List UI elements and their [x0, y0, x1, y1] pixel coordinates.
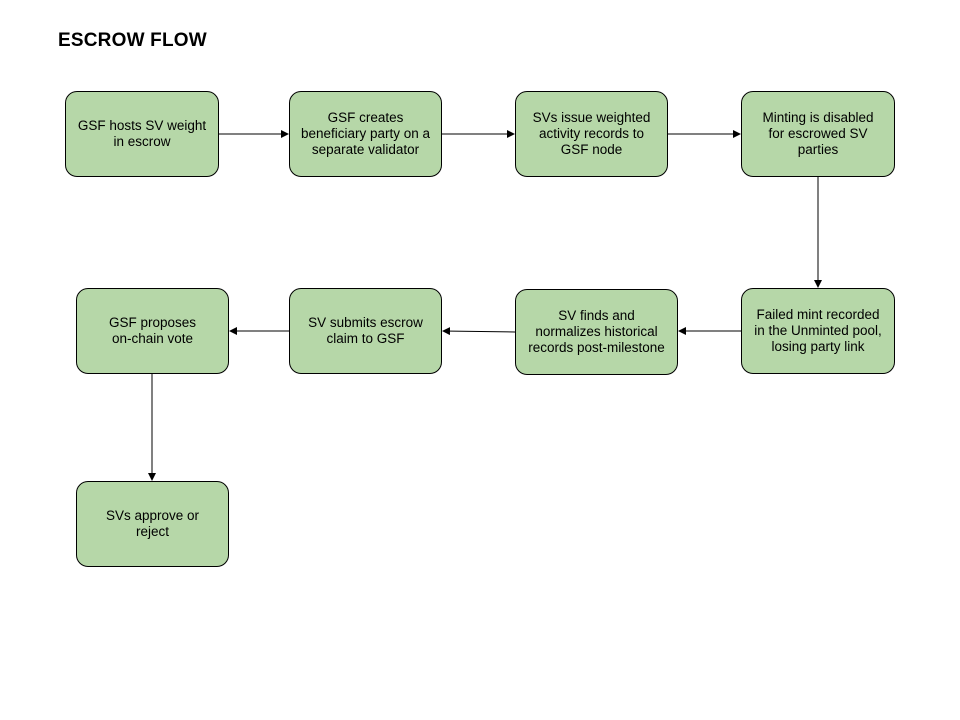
node-gsf-hosts-sv-weight: GSF hosts SV weight in escrow: [65, 91, 219, 177]
node-svs-approve-or-reject: SVs approve or reject: [76, 481, 229, 567]
node-label: GSF proposes on-chain vote: [108, 315, 197, 346]
node-label: SV finds and normalizes historical recor…: [528, 308, 665, 355]
node-svs-issue-activity-records: SVs issue weighted activity records to G…: [515, 91, 668, 177]
node-gsf-creates-beneficiary-party: GSF creates beneficiary party on a separ…: [289, 91, 442, 177]
node-label: Failed mint recorded in the Unminted poo…: [754, 307, 882, 354]
node-minting-disabled: Minting is disabled for escrowed SV part…: [741, 91, 895, 177]
node-label: SV submits escrow claim to GSF: [308, 315, 423, 346]
node-gsf-proposes-vote: GSF proposes on-chain vote: [76, 288, 229, 374]
node-label: Minting is disabled for escrowed SV part…: [762, 110, 874, 157]
node-sv-submits-claim: SV submits escrow claim to GSF: [289, 288, 442, 374]
node-failed-mint-recorded: Failed mint recorded in the Unminted poo…: [741, 288, 895, 374]
node-sv-finds-records: SV finds and normalizes historical recor…: [515, 289, 678, 375]
node-label: SVs issue weighted activity records to G…: [532, 110, 651, 157]
node-label: GSF creates beneficiary party on a separ…: [300, 110, 431, 157]
diagram-title: ESCROW FLOW: [58, 30, 207, 51]
node-label: GSF hosts SV weight in escrow: [77, 118, 207, 149]
edge-n6-n7-arrow: [442, 327, 516, 336]
node-label: SVs approve or reject: [105, 508, 200, 539]
